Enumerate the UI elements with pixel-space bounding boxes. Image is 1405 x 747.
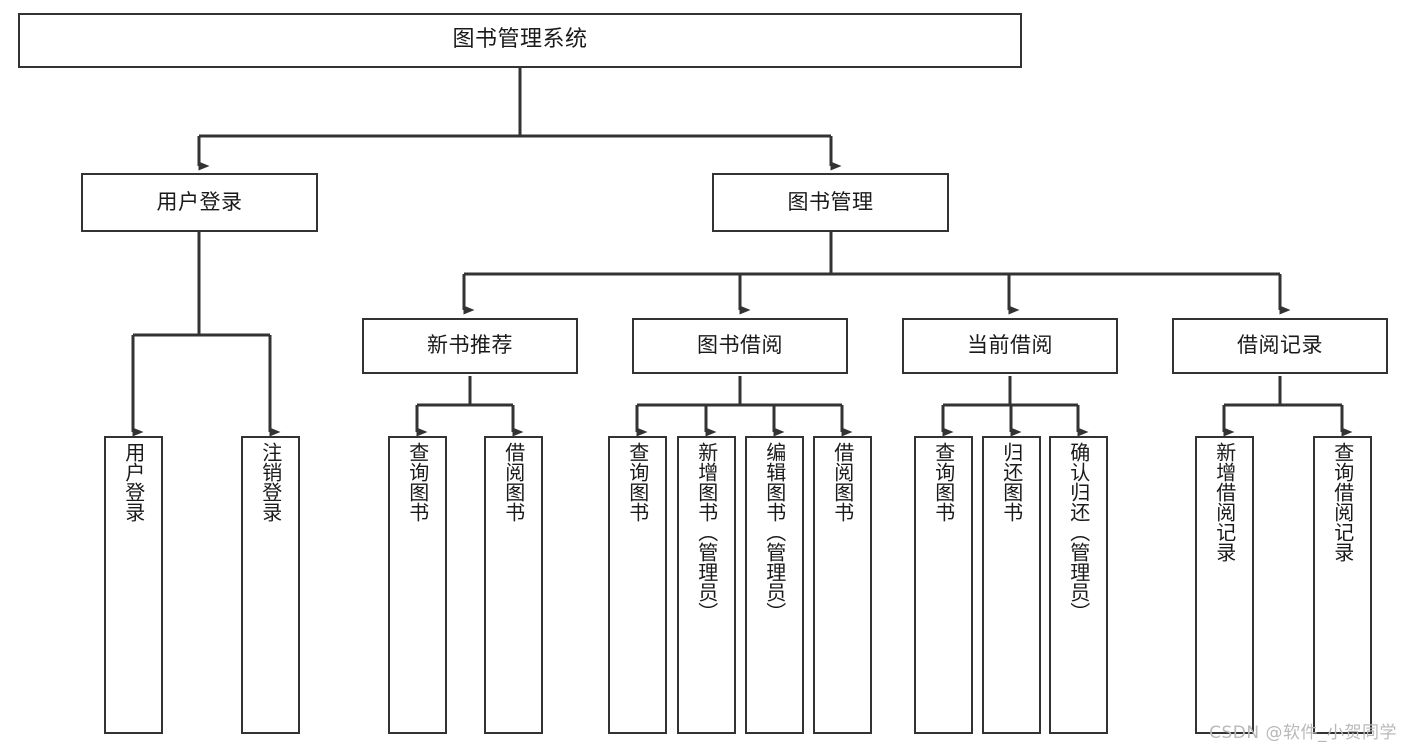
leaf-label: 查询借阅记录	[1330, 442, 1355, 562]
leaf-borrow-record-0[interactable]: 新增借阅记录	[1195, 436, 1254, 734]
node-book-manage-label: 图书管理	[787, 189, 874, 214]
leaf-current-borrow-2[interactable]: 确认归还（管理员）	[1049, 436, 1108, 734]
csdn-watermark: CSDN @软件_小贺同学	[1209, 723, 1397, 743]
leaf-label: 新增图书（管理员）	[694, 442, 719, 622]
node-current-borrow[interactable]: 当前借阅	[902, 318, 1118, 374]
node-book-borrow[interactable]: 图书借阅	[632, 318, 848, 374]
edge-new-book-recommend-bus	[417, 376, 513, 407]
edge-book-manage-bus	[464, 232, 1280, 276]
leaf-book-borrow-3[interactable]: 借阅图书	[813, 436, 872, 734]
leaf-label: 确认归还（管理员）	[1066, 442, 1091, 622]
leaf-current-borrow-1[interactable]: 归还图书	[982, 436, 1041, 734]
edge-borrow-record-bus	[1224, 376, 1342, 407]
leaf-borrow-record-1[interactable]: 查询借阅记录	[1313, 436, 1372, 734]
leaf-book-borrow-0[interactable]: 查询图书	[608, 436, 667, 734]
node-root-label: 图书管理系统	[452, 27, 588, 53]
leaf-new-book-recommend-1[interactable]: 借阅图书	[484, 436, 543, 734]
edge-current-borrow-bus	[943, 376, 1078, 407]
leaf-label: 查询图书	[405, 442, 430, 522]
leaf-label: 借阅图书	[501, 442, 526, 522]
leaf-user-login-1[interactable]: 注销登录	[241, 436, 300, 734]
leaf-label: 注销登录	[258, 442, 283, 522]
node-new-book-recommend[interactable]: 新书推荐	[362, 318, 578, 374]
node-user-login[interactable]: 用户登录	[81, 173, 318, 232]
node-user-login-label: 用户登录	[156, 189, 243, 214]
leaf-book-borrow-2[interactable]: 编辑图书（管理员）	[745, 436, 804, 734]
leaf-label: 归还图书	[999, 442, 1024, 522]
edge-book-borrow-bus	[637, 376, 842, 407]
node-book-borrow-label: 图书借阅	[697, 333, 783, 358]
edge-root-bus	[199, 68, 831, 138]
leaf-user-login-0[interactable]: 用户登录	[104, 436, 163, 734]
node-borrow-record[interactable]: 借阅记录	[1172, 318, 1388, 374]
leaf-label: 借阅图书	[830, 442, 855, 522]
node-root-system[interactable]: 图书管理系统	[18, 13, 1022, 68]
leaf-label: 查询图书	[625, 442, 650, 522]
leaf-new-book-recommend-0[interactable]: 查询图书	[388, 436, 447, 734]
leaf-label: 用户登录	[121, 442, 146, 522]
leaf-book-borrow-1[interactable]: 新增图书（管理员）	[677, 436, 736, 734]
leaf-label: 新增借阅记录	[1212, 442, 1237, 562]
node-borrow-record-label: 借阅记录	[1237, 333, 1323, 358]
leaf-label: 查询图书	[931, 442, 956, 522]
node-book-manage[interactable]: 图书管理	[712, 173, 949, 232]
edge-user-login-bus	[133, 232, 270, 337]
node-new-book-recommend-label: 新书推荐	[427, 333, 513, 358]
node-current-borrow-label: 当前借阅	[967, 333, 1053, 358]
leaf-current-borrow-0[interactable]: 查询图书	[914, 436, 973, 734]
leaf-label: 编辑图书（管理员）	[762, 442, 787, 622]
